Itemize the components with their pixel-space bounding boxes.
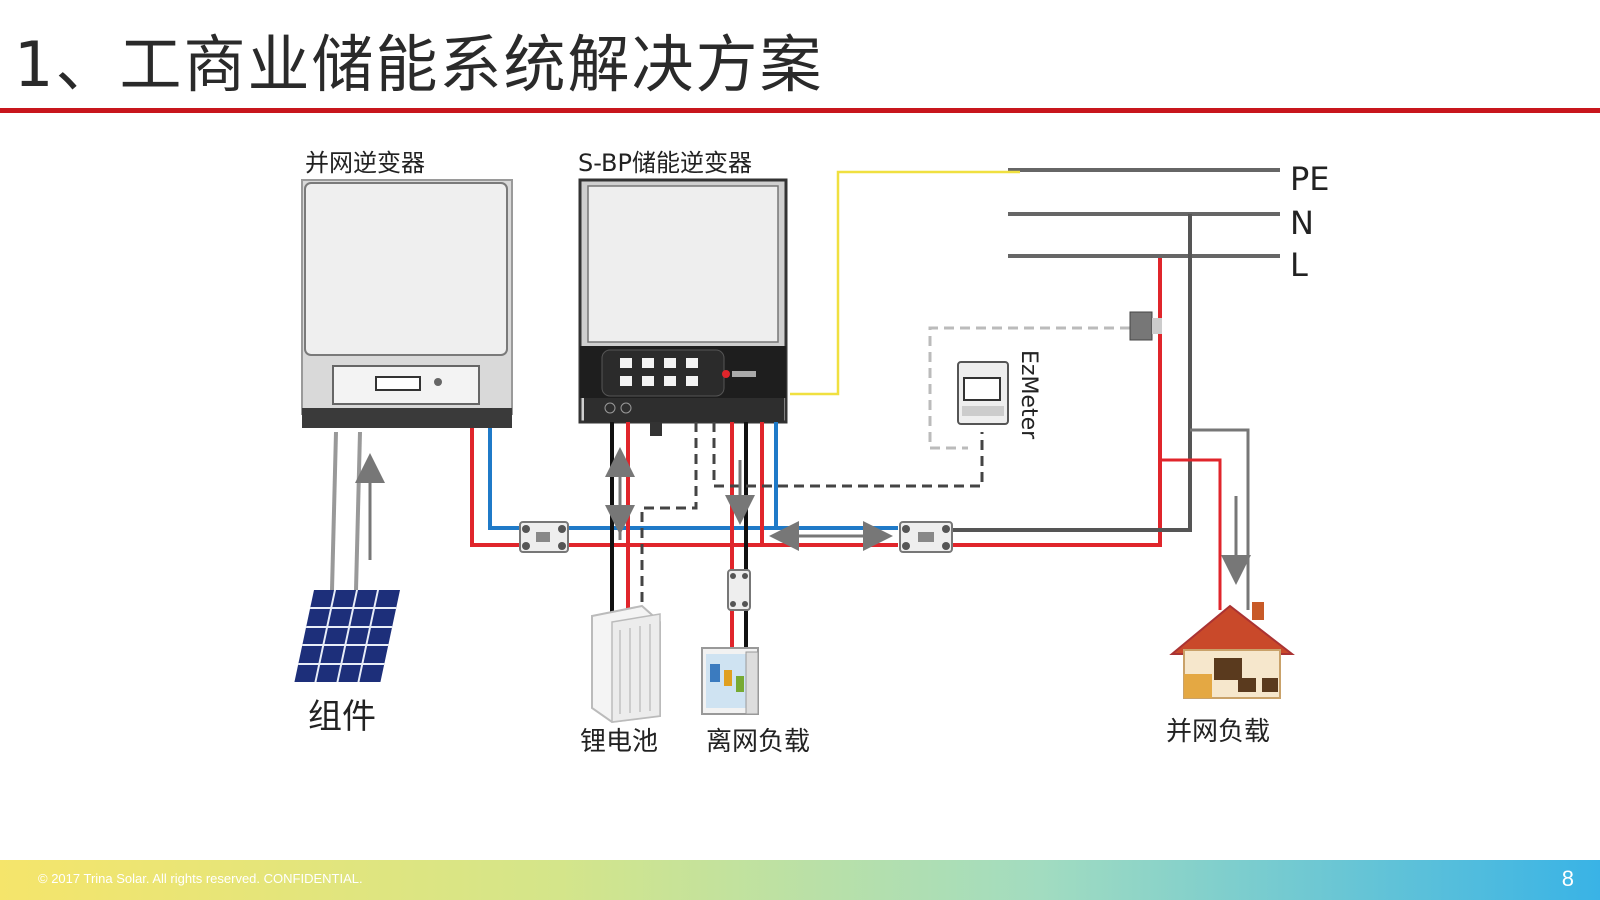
- flow-arrows: [355, 447, 1251, 585]
- l-label: L: [1290, 246, 1308, 284]
- footer-copyright: © 2017 Trina Solar. All rights reserved.…: [38, 871, 363, 886]
- breaker-left: [519, 521, 569, 553]
- solar-panel-icon: [294, 590, 400, 682]
- storage-inverter: [578, 178, 788, 436]
- footer-bar: © 2017 Trina Solar. All rights reserved.…: [0, 860, 1600, 900]
- fridge-icon: [701, 647, 759, 715]
- battery-label: 锂电池: [580, 727, 658, 757]
- page-number: 8: [1561, 866, 1574, 891]
- slide-title: 1、工商业储能系统解决方案: [14, 28, 824, 101]
- meter: [957, 361, 1009, 425]
- breaker-offgrid: [727, 569, 751, 611]
- pv-module-label: 组件: [308, 697, 376, 737]
- grid-inverter: [301, 179, 513, 428]
- n-label: N: [1290, 204, 1314, 242]
- offgrid-load-label: 离网负载: [706, 727, 810, 757]
- grid-inverter-label: 并网逆变器: [305, 149, 425, 177]
- meter-label: EzMeter: [1016, 350, 1041, 440]
- ct-sensor: [1129, 311, 1162, 341]
- title-divider: [0, 108, 1600, 113]
- grid-bus-lines: [1008, 168, 1280, 258]
- house-icon: [1169, 602, 1295, 699]
- signal-wire: [790, 170, 1020, 396]
- storage-inverter-label: S-BP储能逆变器: [578, 149, 752, 177]
- pe-label: PE: [1290, 160, 1330, 198]
- system-diagram: PE N L 并网逆变器 S-BP储能逆变器: [294, 149, 1330, 757]
- grid-load-label: 并网负载: [1166, 717, 1270, 747]
- battery-icon: [591, 604, 661, 724]
- breaker-right: [899, 521, 953, 553]
- wiring: [330, 214, 1250, 648]
